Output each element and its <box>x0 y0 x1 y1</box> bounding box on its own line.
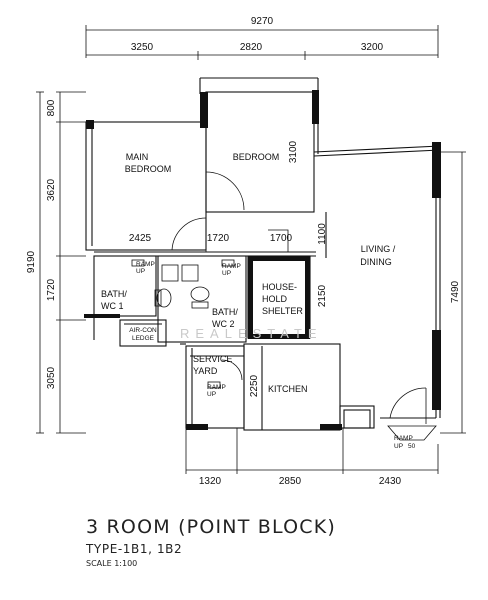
dim-interior-1700: 1700 <box>270 233 293 244</box>
dim-top-total: 9270 <box>251 16 274 27</box>
ramp-bath1-2: UP <box>136 268 145 275</box>
dim-right: 7490 <box>450 280 461 303</box>
doors <box>171 171 437 441</box>
plan-type: TYPE-1B1, 1B2 <box>86 542 183 556</box>
dim-left-1: 800 <box>46 99 57 116</box>
dim-bottom-3: 2430 <box>379 476 402 487</box>
dim-bottom-2: 2850 <box>279 476 302 487</box>
dim-left-total: 9190 <box>26 250 37 273</box>
dim-top-3: 3200 <box>361 42 384 53</box>
label-yard-2: YARD <box>193 366 218 376</box>
dim-interior-2250: 2250 <box>249 374 260 397</box>
label-main-bedroom-1: MAIN <box>126 152 149 162</box>
dimension-lines <box>36 25 466 474</box>
ramp-bath2-2: UP <box>222 270 231 277</box>
fixtures <box>131 259 235 389</box>
dim-bottom-1: 1320 <box>199 476 222 487</box>
ramp-entry-1: RAMP <box>394 435 413 442</box>
label-bedroom: BEDROOM <box>233 152 280 162</box>
label-shelter-3: SHELTER <box>262 306 303 316</box>
label-aircon-2: LEDGE <box>132 335 155 342</box>
label-kitchen: KITCHEN <box>268 384 308 394</box>
plan-scale: SCALE 1:100 <box>86 559 138 568</box>
label-main-bedroom-2: BEDROOM <box>125 164 172 174</box>
dim-interior-2425: 2425 <box>129 233 152 244</box>
dim-interior-2150: 2150 <box>317 284 328 307</box>
dim-interior-3100: 3100 <box>288 140 299 163</box>
dim-left-3: 1720 <box>46 278 57 301</box>
label-bath2-2: WC 2 <box>212 319 235 329</box>
structural-walls <box>84 90 441 430</box>
dim-interior-1100: 1100 <box>317 223 328 245</box>
label-bath1-2: WC 1 <box>101 301 124 311</box>
plan-title: 3 ROOM (POINT BLOCK) <box>86 516 336 538</box>
ramp-yard-1: RAMP <box>207 384 226 391</box>
dim-top-2: 2820 <box>240 42 263 53</box>
ramp-bath1-1: RAMP <box>136 261 155 268</box>
ramp-entry-2: UP <box>394 443 403 450</box>
walls <box>85 77 441 431</box>
ramp-bath2-1: RAMP <box>222 263 241 270</box>
label-shelter-2: HOLD <box>262 294 288 304</box>
label-living-2: DINING <box>360 257 392 267</box>
watermark: REALESTATE <box>180 326 323 341</box>
label-bath2-1: BATH/ <box>212 307 238 317</box>
title-block: 3 ROOM (POINT BLOCK) TYPE-1B1, 1B2 SCALE… <box>86 516 336 568</box>
dim-top-1: 3250 <box>131 42 154 53</box>
dim-left-2: 3620 <box>46 178 57 201</box>
label-aircon-1: AIR-CON <box>129 327 157 334</box>
label-living-1: LIVING / <box>361 244 396 254</box>
label-bath1-1: BATH/ <box>101 289 127 299</box>
ramp-yard-2: UP <box>207 391 216 398</box>
dim-left-4: 3050 <box>46 366 57 389</box>
dim-interior-1720: 1720 <box>207 233 230 244</box>
label-shelter-1: HOUSE- <box>262 282 297 292</box>
label-yard-1: SERVICE <box>193 354 232 364</box>
ramp-entry-3: 50 <box>408 443 416 450</box>
